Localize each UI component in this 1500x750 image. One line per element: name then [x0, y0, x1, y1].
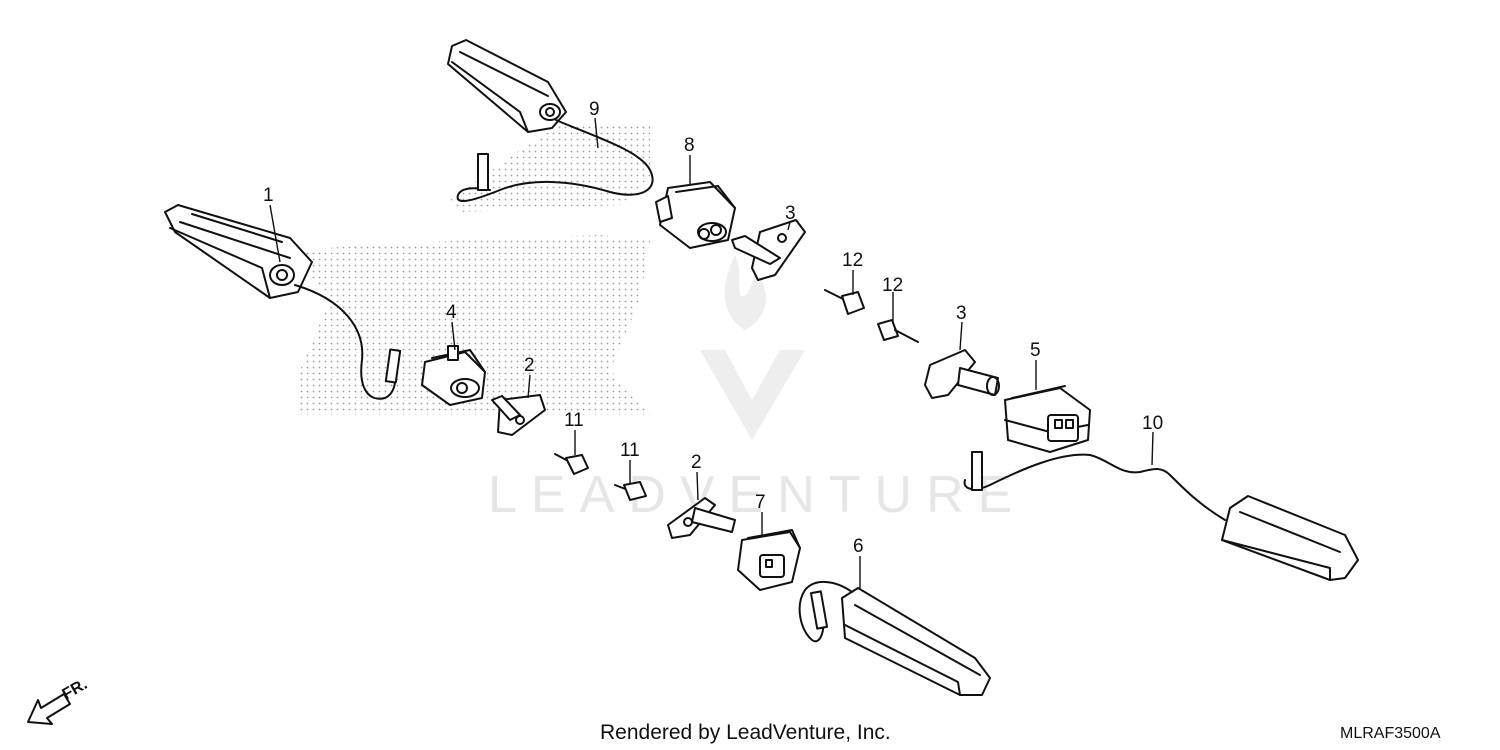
part-2-stay-left[interactable] [491, 394, 546, 436]
callout-12-b: 12 [882, 275, 903, 296]
part-12-bolt-a[interactable] [824, 289, 865, 315]
part-3-stay-upper[interactable] [731, 219, 806, 281]
callout-11-b: 11 [620, 440, 640, 461]
part-5-connector-housing[interactable] [1004, 385, 1091, 453]
part-11-bolt-a[interactable] [554, 453, 589, 475]
callout-11-a: 11 [564, 410, 584, 431]
callout-12-a: 12 [842, 250, 863, 271]
callout-1: 1 [263, 185, 274, 206]
part-1-turn-signal-left[interactable] [164, 204, 402, 400]
part-12-bolt-b[interactable] [877, 319, 919, 343]
watermark-logo [700, 255, 805, 440]
callout-4: 4 [446, 302, 457, 323]
callout-9: 9 [589, 99, 600, 120]
part-6-turn-signal-lower[interactable] [798, 581, 991, 696]
footer-credit: Rendered by LeadVenture, Inc. [600, 721, 891, 744]
callout-6: 6 [853, 536, 864, 557]
watermark-text: LEADVENTURE [488, 466, 1026, 524]
callout-3-lower: 3 [956, 303, 967, 324]
leader-lines [269, 117, 1154, 590]
part-11-bolt-b[interactable] [614, 481, 647, 501]
part-3-stay-lower[interactable] [924, 349, 1000, 399]
part-2-stay-lower[interactable] [667, 497, 736, 539]
diagram-code: MLRAF3500A [1340, 725, 1441, 742]
callout-5: 5 [1030, 340, 1041, 361]
part-9-turn-signal-upper[interactable] [447, 39, 654, 202]
part-7-connector-housing[interactable] [737, 529, 801, 591]
leadventure-logo-icon [700, 350, 805, 440]
callout-2-left: 2 [524, 355, 535, 376]
callout-8: 8 [684, 135, 695, 156]
part-4-mount-rubber[interactable] [421, 345, 486, 406]
part-10-turn-signal-right[interactable] [963, 451, 1359, 581]
callout-7: 7 [755, 492, 766, 513]
callout-2-lower: 2 [691, 452, 702, 473]
part-8-mount-rubber[interactable] [655, 181, 736, 249]
shaded-body-area-left [290, 235, 650, 415]
callout-3-upper: 3 [785, 203, 796, 224]
front-direction-indicator: FR. [27, 676, 90, 725]
callout-10: 10 [1142, 413, 1163, 434]
front-direction-arrow-icon [27, 693, 71, 725]
